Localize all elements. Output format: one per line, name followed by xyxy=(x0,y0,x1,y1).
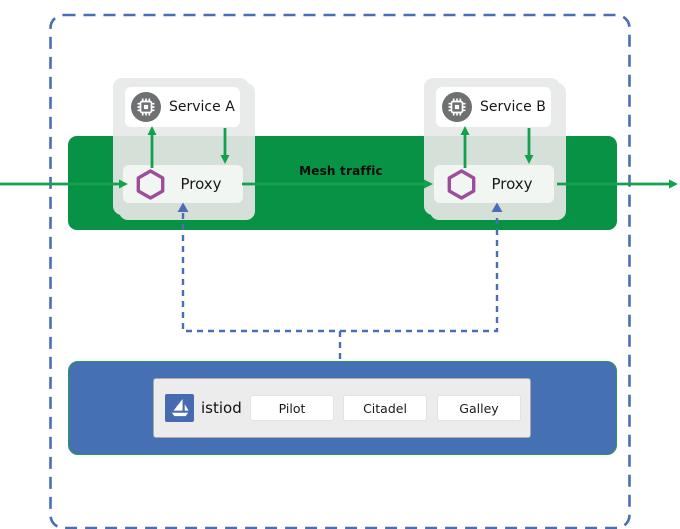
proxy-b-box: Proxy xyxy=(434,165,554,203)
citadel-label: Citadel xyxy=(363,400,407,416)
envoy-hexagon-icon xyxy=(447,168,476,200)
cpu-chip-icon xyxy=(131,92,161,122)
pod-service-a: Service A Proxy xyxy=(113,78,256,221)
proxy-b-label: Proxy xyxy=(491,175,533,193)
component-galley: Galley xyxy=(437,395,521,421)
service-b-label: Service B xyxy=(480,99,546,115)
control-plane-box: istiod Pilot Citadel Galley xyxy=(68,361,617,455)
component-pilot: Pilot xyxy=(250,395,334,421)
pod-service-b: Service B Proxy xyxy=(424,78,567,221)
istio-sailboat-icon xyxy=(165,394,194,422)
service-b-box: Service B xyxy=(436,87,551,127)
envoy-hexagon-icon xyxy=(136,168,165,200)
proxy-a-box: Proxy xyxy=(123,165,243,203)
component-citadel: Citadel xyxy=(343,395,427,421)
pilot-label: Pilot xyxy=(278,400,306,416)
galley-label: Galley xyxy=(459,400,499,416)
arrow-out-right xyxy=(669,179,678,189)
service-a-label: Service A xyxy=(169,99,235,115)
mesh-traffic-label: Mesh traffic xyxy=(299,164,383,178)
service-a-box: Service A xyxy=(125,87,240,127)
istiod-label: istiod xyxy=(201,399,242,417)
cpu-chip-icon xyxy=(442,92,472,122)
istiod-card: istiod Pilot Citadel Galley xyxy=(153,378,531,438)
proxy-a-label: Proxy xyxy=(180,175,222,193)
